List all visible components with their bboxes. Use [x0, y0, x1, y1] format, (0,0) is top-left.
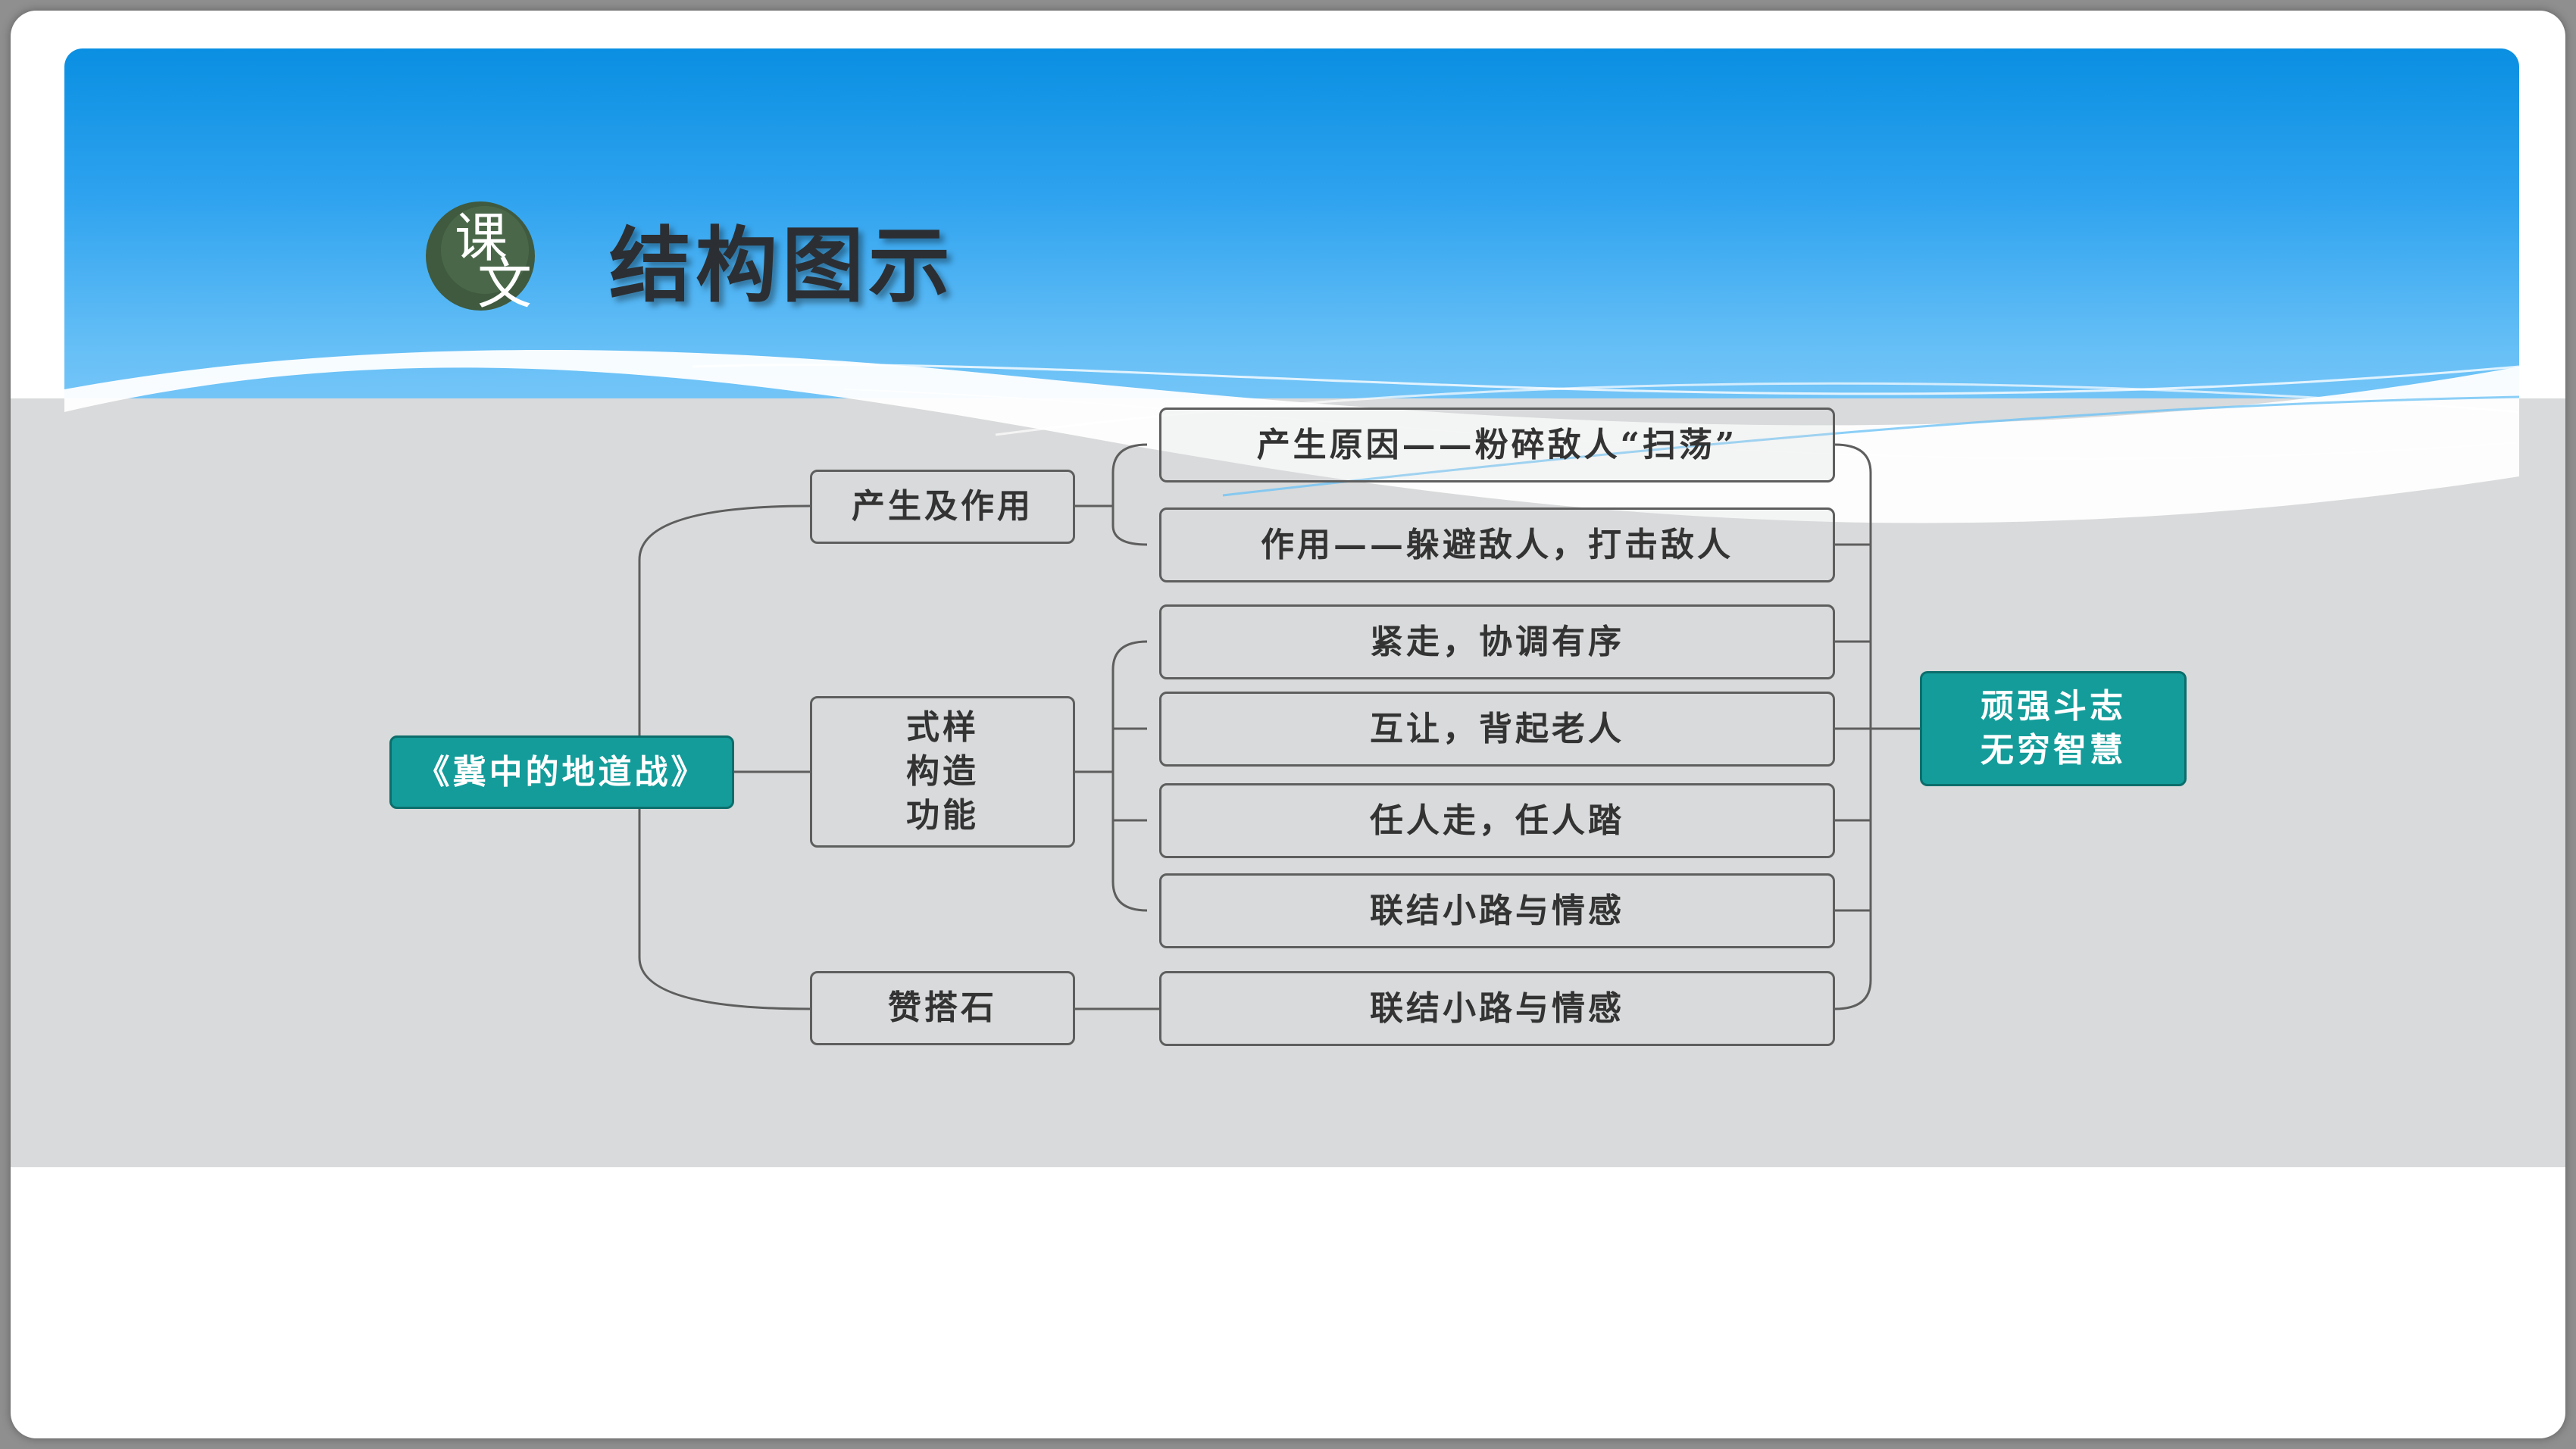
- conclusion-node: 顽强斗志 无穷智慧: [1920, 671, 2187, 786]
- branch-line: 式样: [906, 708, 979, 747]
- leaf-tread-freely: 任人走，任人踏: [1159, 783, 1835, 858]
- conclusion-line: 无穷智慧: [1980, 731, 2126, 770]
- branch-line: 构造: [906, 752, 979, 791]
- branch-praise-stepping-stones: 赞搭石: [810, 971, 1075, 1045]
- branch-line: 功能: [906, 796, 979, 835]
- page-title: 结构图示: [609, 219, 955, 314]
- leaf-walk-orderly: 紧走，协调有序: [1159, 604, 1835, 679]
- leaf-mutual-yield: 互让，背起老人: [1159, 692, 1835, 767]
- lesson-badge-icon: 课 文: [426, 201, 535, 316]
- badge-char-2: 文: [477, 252, 532, 316]
- conclusion-line: 顽强斗志: [1980, 687, 2126, 726]
- slide: 课 文 结构图示 《冀中的地道战》 产生及作用 式样 构造 功能 赞搭石 产生原…: [11, 11, 2565, 1438]
- branch-origin-function: 产生及作用: [810, 470, 1075, 544]
- leaf-origin: 产生原因——粉碎敌人“扫荡”: [1159, 408, 1835, 482]
- badge-char-1: 课: [455, 207, 508, 269]
- leaf-function: 作用——躲避敌人，打击敌人: [1159, 507, 1835, 582]
- branch-style-structure-function: 式样 构造 功能: [810, 696, 1075, 848]
- leaf-connect-path-emotion: 联结小路与情感: [1159, 873, 1835, 948]
- root-node-title: 《冀中的地道战》: [389, 735, 734, 809]
- leaf-connect-path-emotion-2: 联结小路与情感: [1159, 971, 1835, 1046]
